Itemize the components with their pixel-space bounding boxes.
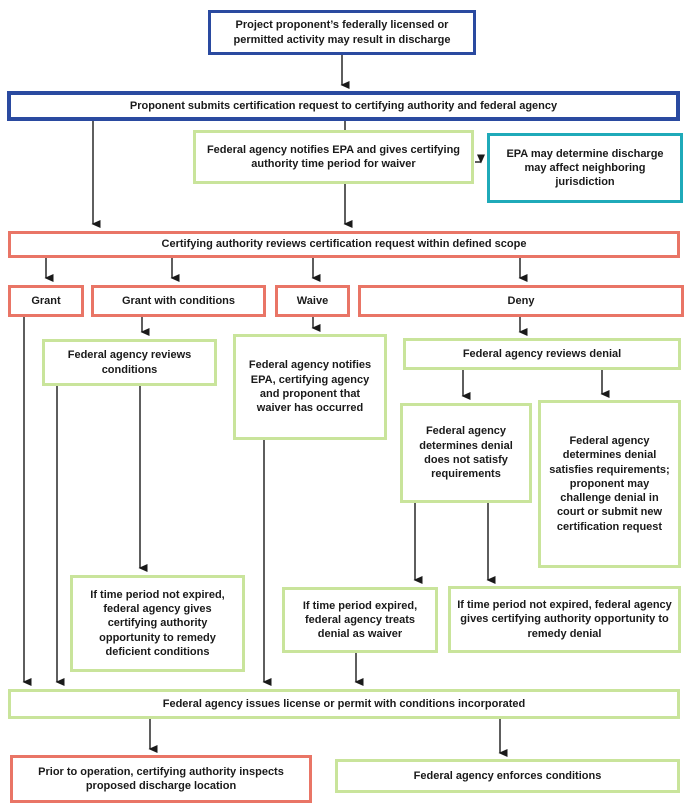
node-enforces-conditions: Federal agency enforces conditions bbox=[335, 759, 680, 793]
node-denial-satisfies: Federal agency determines denial satisfi… bbox=[538, 400, 681, 568]
node-remedy-denial: If time period not expired, federal agen… bbox=[448, 586, 681, 653]
node-authority-reviews: Certifying authority reviews certificati… bbox=[8, 231, 680, 258]
node-treats-denial-waiver: If time period expired, federal agency t… bbox=[282, 587, 438, 653]
node-waiver-occurred: Federal agency notifies EPA, certifying … bbox=[233, 334, 387, 440]
node-remedy-deficient: If time period not expired, federal agen… bbox=[70, 575, 245, 672]
node-issues-license: Federal agency issues license or permit … bbox=[8, 689, 680, 719]
node-grant-with-conditions: Grant with conditions bbox=[91, 285, 266, 317]
node-deny: Deny bbox=[358, 285, 684, 317]
node-agency-notifies-epa: Federal agency notifies EPA and gives ce… bbox=[193, 130, 474, 184]
node-reviews-conditions: Federal agency reviews conditions bbox=[42, 339, 217, 386]
node-project-activity: Project proponent’s federally licensed o… bbox=[208, 10, 476, 55]
node-submit-request: Proponent submits certification request … bbox=[7, 91, 680, 121]
node-denial-not-satisfy: Federal agency determines denial does no… bbox=[400, 403, 532, 503]
node-inspects-location: Prior to operation, certifying authority… bbox=[10, 755, 312, 803]
node-grant: Grant bbox=[8, 285, 84, 317]
node-waive: Waive bbox=[275, 285, 350, 317]
node-epa-neighboring: EPA may determine discharge may affect n… bbox=[487, 133, 683, 203]
node-reviews-denial: Federal agency reviews denial bbox=[403, 338, 681, 370]
